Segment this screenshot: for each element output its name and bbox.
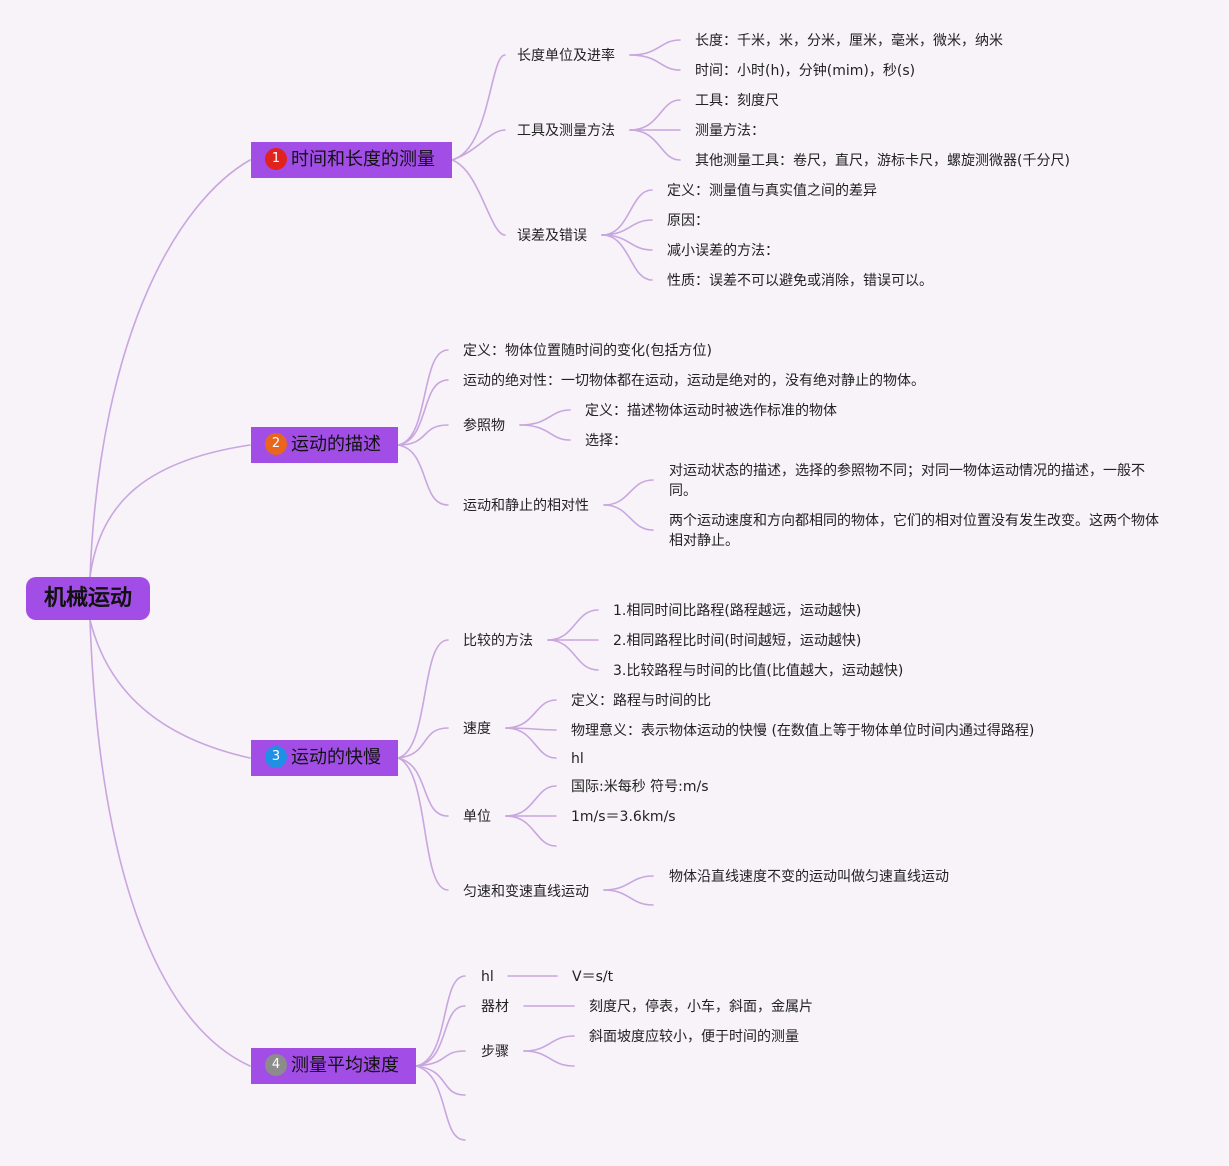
branch-label: 测量平均速度 <box>291 1055 399 1076</box>
node-speed-hl[interactable]: hl <box>571 751 584 767</box>
node-relativity-b[interactable]: 两个运动速度和方向都相同的物体，它们的相对位置没有发生改变。这两个物体相对静止。 <box>669 513 1159 549</box>
node-compare-3[interactable]: 3.比较路程与时间的比值(比值越大，运动越快) <box>613 663 904 679</box>
node-steps-slope[interactable]: 斜面坡度应较小，便于时间的测量 <box>589 1029 799 1045</box>
node-compare-2[interactable]: 2.相同路程比时间(时间越短，运动越快) <box>613 633 862 649</box>
node-formula[interactable]: V＝s/t <box>572 969 614 985</box>
node-error-definition[interactable]: 定义：测量值与真实值之间的差异 <box>667 183 877 199</box>
node-error-reduce[interactable]: 减小误差的方法： <box>667 243 779 259</box>
root-node[interactable]: 机械运动 <box>26 577 150 620</box>
node-steps[interactable]: 步骤 <box>481 1044 509 1060</box>
node-relativity[interactable]: 运动和静止的相对性 <box>463 498 589 514</box>
priority-3-icon: 3 <box>265 745 287 768</box>
node-unit-si[interactable]: 国际:米每秒 符号:m/s <box>571 779 709 795</box>
node-formula-hl[interactable]: hl <box>481 969 494 985</box>
priority-4-icon: 4 <box>265 1053 287 1076</box>
node-motion-definition[interactable]: 定义：物体位置随时间的变化(包括方位) <box>463 343 712 359</box>
node-comparison-methods[interactable]: 比较的方法 <box>463 633 533 649</box>
node-error-mistake[interactable]: 误差及错误 <box>517 228 587 244</box>
node-compare-1[interactable]: 1.相同时间比路程(路程越远，运动越快) <box>613 603 862 619</box>
priority-1-icon: 1 <box>265 147 287 170</box>
node-uniform-variable[interactable]: 匀速和变速直线运动 <box>463 884 589 900</box>
node-reference-choice[interactable]: 选择： <box>585 433 627 449</box>
branch-label: 运动的描述 <box>291 434 381 455</box>
node-time-list[interactable]: 时间：小时(h)，分钟(mim)，秒(s) <box>695 63 916 79</box>
node-speed-meaning[interactable]: 物理意义：表示物体运动的快慢 (在数值上等于物体单位时间内通过得路程) <box>571 723 1035 739</box>
node-measure-method[interactable]: 测量方法： <box>695 123 765 139</box>
node-equipment-list[interactable]: 刻度尺，停表，小车，斜面，金属片 <box>589 999 813 1015</box>
node-tools-methods[interactable]: 工具及测量方法 <box>517 123 615 139</box>
node-error-nature[interactable]: 性质：误差不可以避免或消除，错误可以。 <box>667 273 933 289</box>
node-unit-conversion[interactable]: 1m/s＝3.6km/s <box>571 809 676 825</box>
node-speed[interactable]: 速度 <box>463 721 491 737</box>
node-length-units[interactable]: 长度单位及进率 <box>517 48 615 64</box>
node-relativity-a[interactable]: 对运动状态的描述，选择的参照物不同；对同一物体运动情况的描述，一般不同。 <box>669 463 1145 499</box>
branch-label: 运动的快慢 <box>291 747 381 768</box>
node-uniform-definition[interactable]: 物体沿直线速度不变的运动叫做匀速直线运动 <box>669 869 949 885</box>
node-speed-definition[interactable]: 定义：路程与时间的比 <box>571 693 711 709</box>
node-equipment[interactable]: 器材 <box>481 999 509 1015</box>
node-reference-object[interactable]: 参照物 <box>463 418 505 434</box>
node-motion-absolute[interactable]: 运动的绝对性：一切物体都在运动，运动是绝对的，没有绝对静止的物体。 <box>463 373 925 389</box>
node-tool[interactable]: 工具：刻度尺 <box>695 93 779 109</box>
node-units[interactable]: 单位 <box>463 809 491 825</box>
node-error-cause[interactable]: 原因： <box>667 213 709 229</box>
node-reference-definition[interactable]: 定义：描述物体运动时被选作标准的物体 <box>585 403 837 419</box>
branch-label: 时间和长度的测量 <box>291 149 435 170</box>
node-length-list[interactable]: 长度：千米，米，分米，厘米，毫米，微米，纳米 <box>695 33 1003 49</box>
priority-2-icon: 2 <box>265 432 287 455</box>
node-other-tools[interactable]: 其他测量工具：卷尺，直尺，游标卡尺，螺旋测微器(千分尺) <box>695 153 1070 169</box>
